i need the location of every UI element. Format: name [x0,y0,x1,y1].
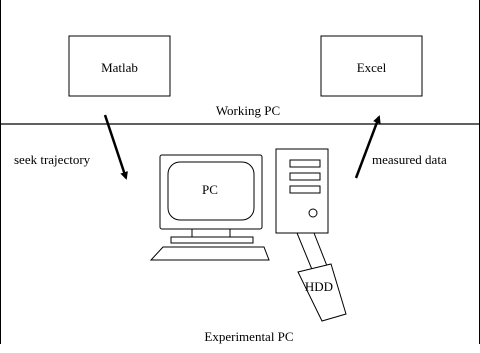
measured-data-label: measured data [372,152,447,167]
tower-case-icon [275,148,329,234]
seek-trajectory-label: seek trajectory [14,152,91,167]
experimental-pc-label: Experimental PC [204,329,293,344]
seek-trajectory-arrow [103,114,128,180]
matlab-label: Matlab [101,60,138,75]
measured-data-arrow [354,115,381,179]
excel-label: Excel [357,60,387,75]
working-pc-label: Working PC [216,103,280,118]
hdd-label: HDD [305,279,333,294]
hdd-drive-icon [297,263,347,322]
keyboard-icon [149,246,270,261]
excel-box [320,35,423,97]
monitor-label: PC [202,182,218,197]
monitor-icon [159,154,263,244]
matlab-box [68,35,171,97]
